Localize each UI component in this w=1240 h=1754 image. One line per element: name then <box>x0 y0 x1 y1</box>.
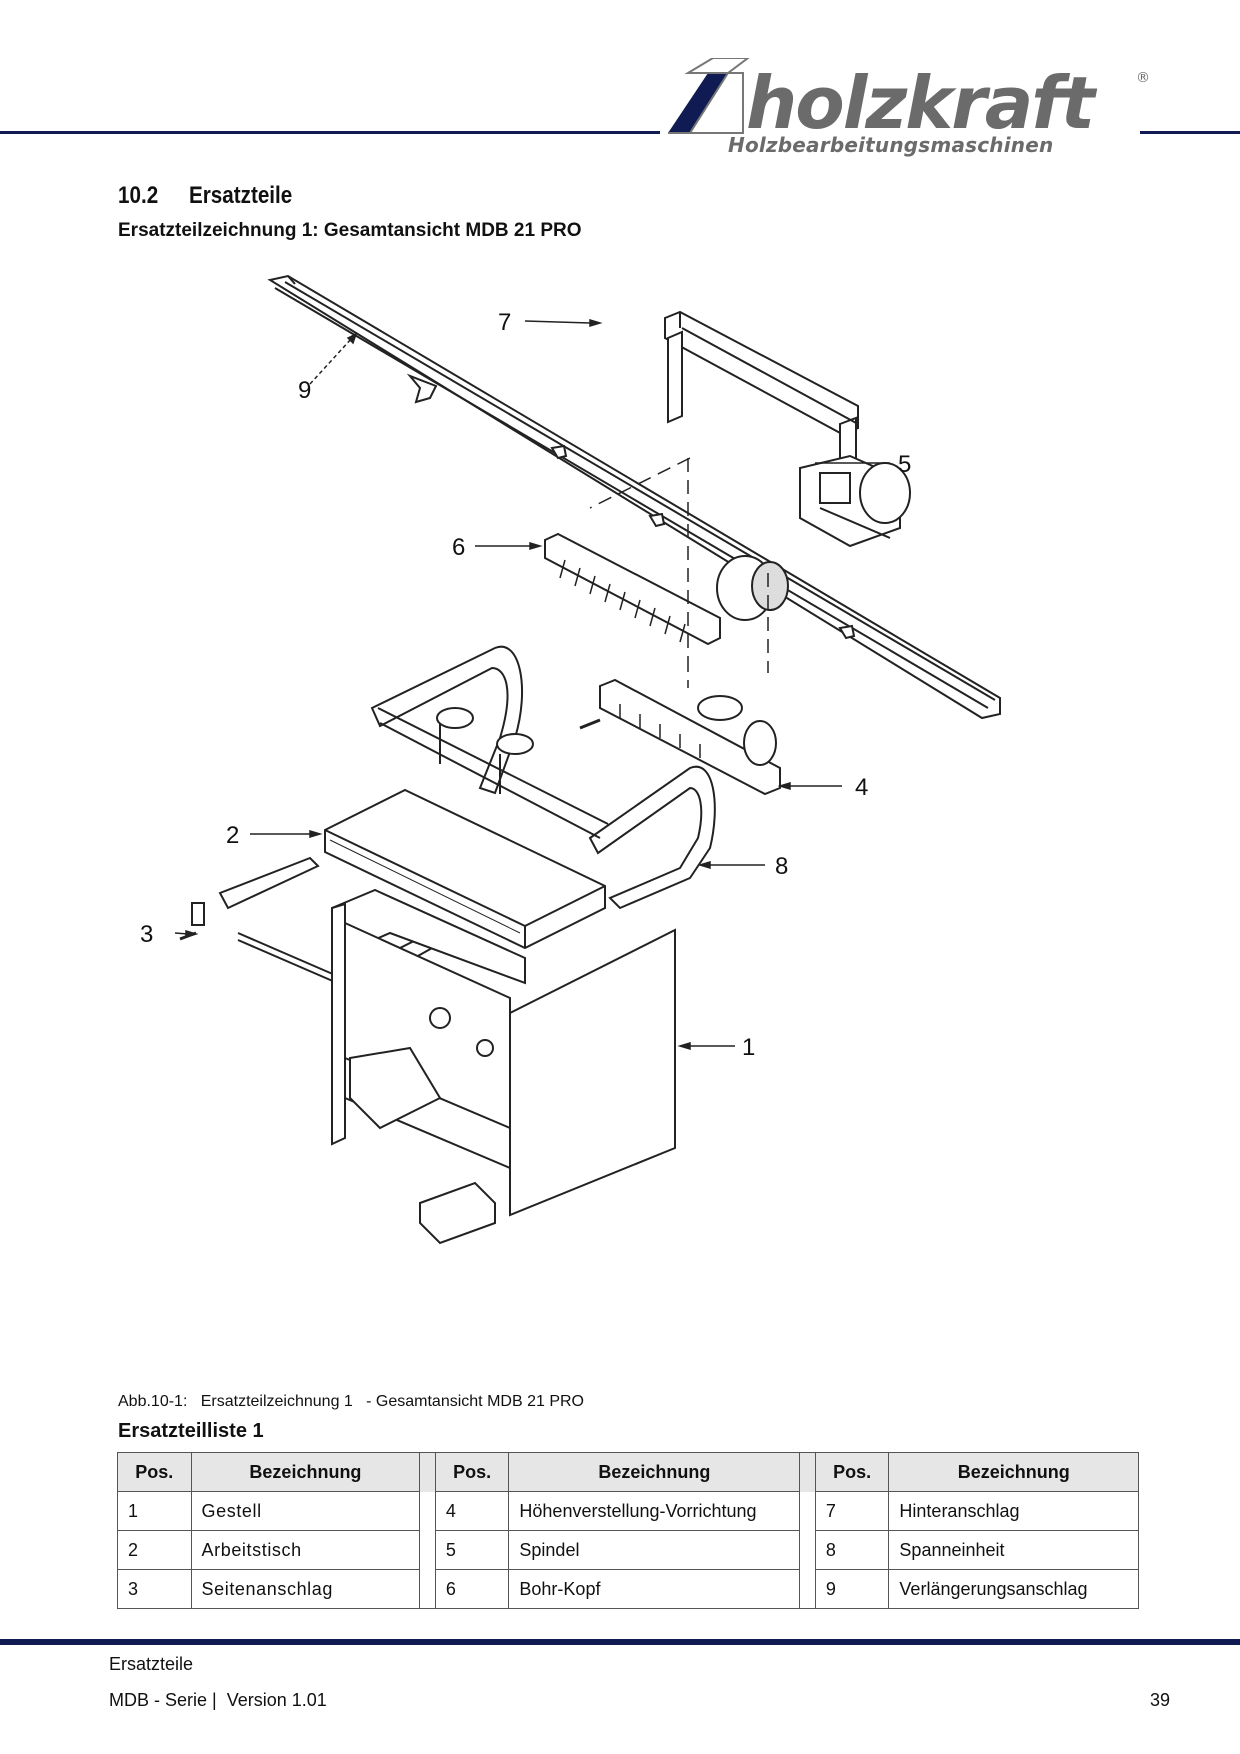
col-name: Bezeichnung <box>508 1452 801 1492</box>
extension-fence-drawing <box>267 274 1001 720</box>
drilling-head-drawing <box>544 532 789 646</box>
cell-name: Spindel <box>508 1530 801 1570</box>
cell-name: Verlängerungsanschlag <box>888 1569 1139 1609</box>
logo-tagline: Holzbearbeitungsmaschinen <box>728 133 1054 157</box>
table-header-row: Pos. Bezeichnung Pos. Bezeichnung Pos. B… <box>117 1452 1139 1492</box>
callout-8: 8 <box>775 853 788 880</box>
table-row: 2 Arbeitstisch 5 Spindel 8 Spanneinheit <box>117 1530 1139 1570</box>
callout-3: 3 <box>140 921 153 948</box>
col-pos: Pos. <box>434 1452 510 1492</box>
section-number: 10.2 <box>118 182 159 209</box>
col-name: Bezeichnung <box>190 1452 421 1492</box>
col-name: Bezeichnung <box>888 1452 1139 1492</box>
cell-pos: 2 <box>117 1530 192 1570</box>
cell-name: Seitenanschlag <box>190 1569 421 1609</box>
cell-name: Arbeitstisch <box>190 1530 421 1570</box>
page-number: 39 <box>1149 1690 1170 1710</box>
cell-pos: 1 <box>117 1491 192 1531</box>
logo-mark-icon <box>668 58 750 134</box>
col-pos: Pos. <box>117 1452 192 1492</box>
height-adjustment-drawing <box>579 678 781 796</box>
drawing-title: Ersatzteilzeichnung 1: Gesamtansicht MDB… <box>118 220 582 241</box>
callout-1: 1 <box>742 1034 755 1061</box>
callout-5: 5 <box>898 451 911 478</box>
callout-leaders <box>174 318 890 1051</box>
callout-2: 2 <box>226 822 239 849</box>
col-pos: Pos. <box>814 1452 890 1492</box>
cell-pos: 5 <box>434 1530 510 1570</box>
cell-name: Höhenverstellung-Vorrichtung <box>508 1491 801 1531</box>
holzkraft-logo: holzkraft ® <box>668 58 1150 145</box>
parts-list-title: Ersatzteilliste 1 <box>118 1420 264 1442</box>
table-row: 3 Seitenanschlag 6 Bohr-Kopf 9 Verlänger… <box>117 1569 1139 1609</box>
section-title: Ersatzteile <box>189 182 293 209</box>
cell-pos: 8 <box>814 1530 890 1570</box>
clamping-unit-drawing <box>370 645 716 910</box>
cell-name: Bohr-Kopf <box>508 1569 801 1609</box>
assembly-lines <box>589 457 769 688</box>
header-rule-gap <box>660 126 1140 140</box>
cell-name: Spanneinheit <box>888 1530 1139 1570</box>
table-row: 1 Gestell 4 Höhenverstellung-Vorrichtung… <box>117 1491 1139 1531</box>
footer-rule <box>0 1639 1240 1645</box>
cell-pos: 3 <box>117 1569 192 1609</box>
callout-labels: 7 9 5 6 2 3 4 8 1 <box>140 309 911 1061</box>
cell-pos: 7 <box>814 1491 890 1531</box>
machine-stand-drawing <box>331 888 676 1245</box>
spindle-drawing <box>799 454 911 548</box>
logo-wordmark: holzkraft <box>746 61 1098 145</box>
footer-chapter: Ersatzteile <box>109 1654 194 1674</box>
cell-name: Gestell <box>190 1491 421 1531</box>
cell-pos: 4 <box>434 1491 510 1531</box>
exploded-view-drawing: 7 9 5 6 2 3 4 8 1 <box>140 274 1001 1245</box>
cell-pos: 9 <box>814 1569 890 1609</box>
callout-9: 9 <box>298 377 311 404</box>
registered-mark: ® <box>1136 70 1150 86</box>
worktable-drawing <box>324 788 606 950</box>
figure-caption: Abb.10-1: Ersatzteilzeichnung 1 - Gesamt… <box>118 1393 584 1410</box>
footer-series: MDB - Serie | Version 1.01 <box>109 1690 327 1710</box>
callout-6: 6 <box>452 534 465 561</box>
callout-7: 7 <box>498 309 511 336</box>
callout-4: 4 <box>855 774 868 801</box>
header-rule <box>0 131 1240 134</box>
parts-table: Pos. Bezeichnung Pos. Bezeichnung Pos. B… <box>117 1452 1139 1609</box>
cell-pos: 6 <box>434 1569 510 1609</box>
cell-name: Hinteranschlag <box>888 1491 1139 1531</box>
